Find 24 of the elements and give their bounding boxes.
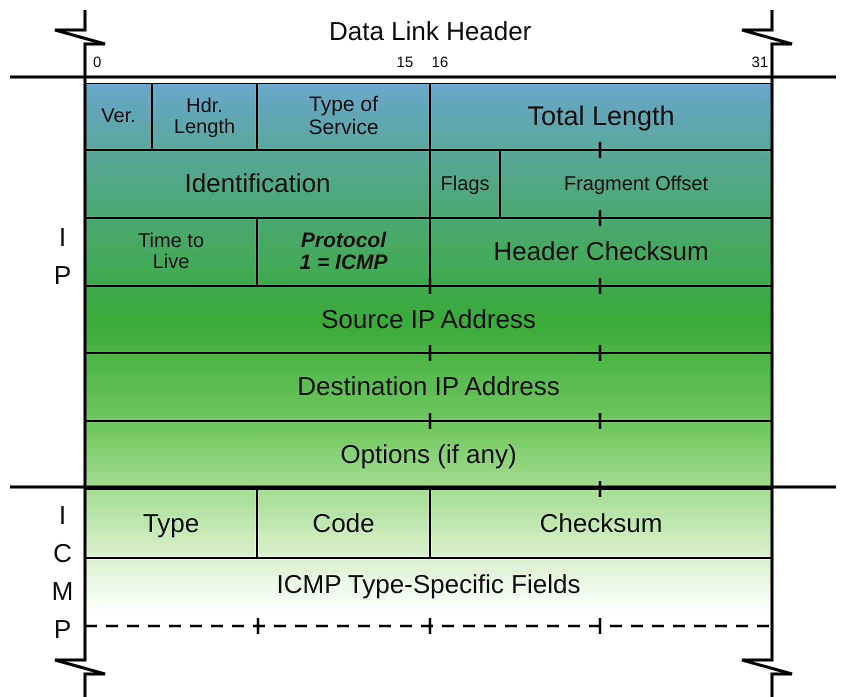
header-field: Source IP Address xyxy=(85,286,772,353)
header-field: Destination IP Address xyxy=(85,353,772,421)
header-field: Checksum xyxy=(430,489,772,558)
layer-label: ICMP xyxy=(46,500,78,652)
header-field: Fragment Offset xyxy=(500,150,772,218)
header-field: ICMP Type-Specific Fields xyxy=(85,558,772,610)
header-field: Code xyxy=(257,489,430,558)
header-field: Type of Service xyxy=(257,83,430,150)
header-field: Ver. xyxy=(85,83,152,150)
header-field: Options (if any) xyxy=(85,421,772,489)
bit-number: 15 xyxy=(396,54,414,71)
bit-number: 0 xyxy=(93,54,102,71)
header-field: Total Length xyxy=(430,83,772,150)
bit-number: 31 xyxy=(752,54,768,71)
header-field: Type xyxy=(85,489,257,558)
header-field: Time to Live xyxy=(85,218,257,286)
header-field: Header Checksum xyxy=(430,218,772,286)
heading: Data Link Header xyxy=(329,16,532,47)
header-field: Protocol 1 = ICMP xyxy=(257,218,430,286)
layer-label: IP xyxy=(46,222,78,298)
header-field: Hdr. Length xyxy=(152,83,257,150)
header-field: Flags xyxy=(430,150,500,218)
header-field: Identification xyxy=(85,150,430,218)
bit-number: 16 xyxy=(432,54,448,71)
